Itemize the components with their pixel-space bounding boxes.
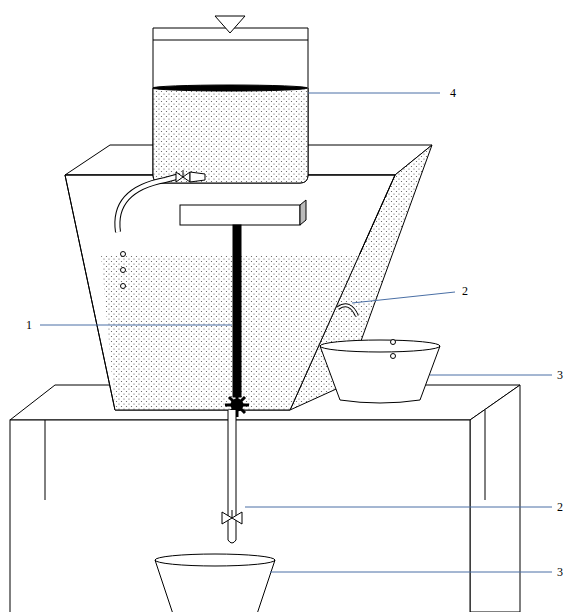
drain-valve bbox=[222, 410, 242, 543]
leader-lines bbox=[40, 93, 552, 572]
lower-bowl bbox=[155, 554, 275, 612]
base-box bbox=[10, 385, 520, 612]
collection-bowl bbox=[320, 340, 440, 404]
feed-cylinder bbox=[153, 16, 308, 183]
motor-block bbox=[180, 200, 306, 225]
callout-number: 2 bbox=[557, 500, 563, 514]
callout-number: 1 bbox=[26, 318, 32, 332]
callout-number: 2 bbox=[462, 284, 468, 298]
stirrer-shaft bbox=[233, 225, 241, 397]
callout-number: 3 bbox=[557, 368, 563, 382]
callout-number: 3 bbox=[557, 565, 563, 579]
callout-number: 4 bbox=[450, 86, 456, 100]
side-spout bbox=[338, 305, 357, 316]
return-pipe bbox=[117, 170, 205, 289]
